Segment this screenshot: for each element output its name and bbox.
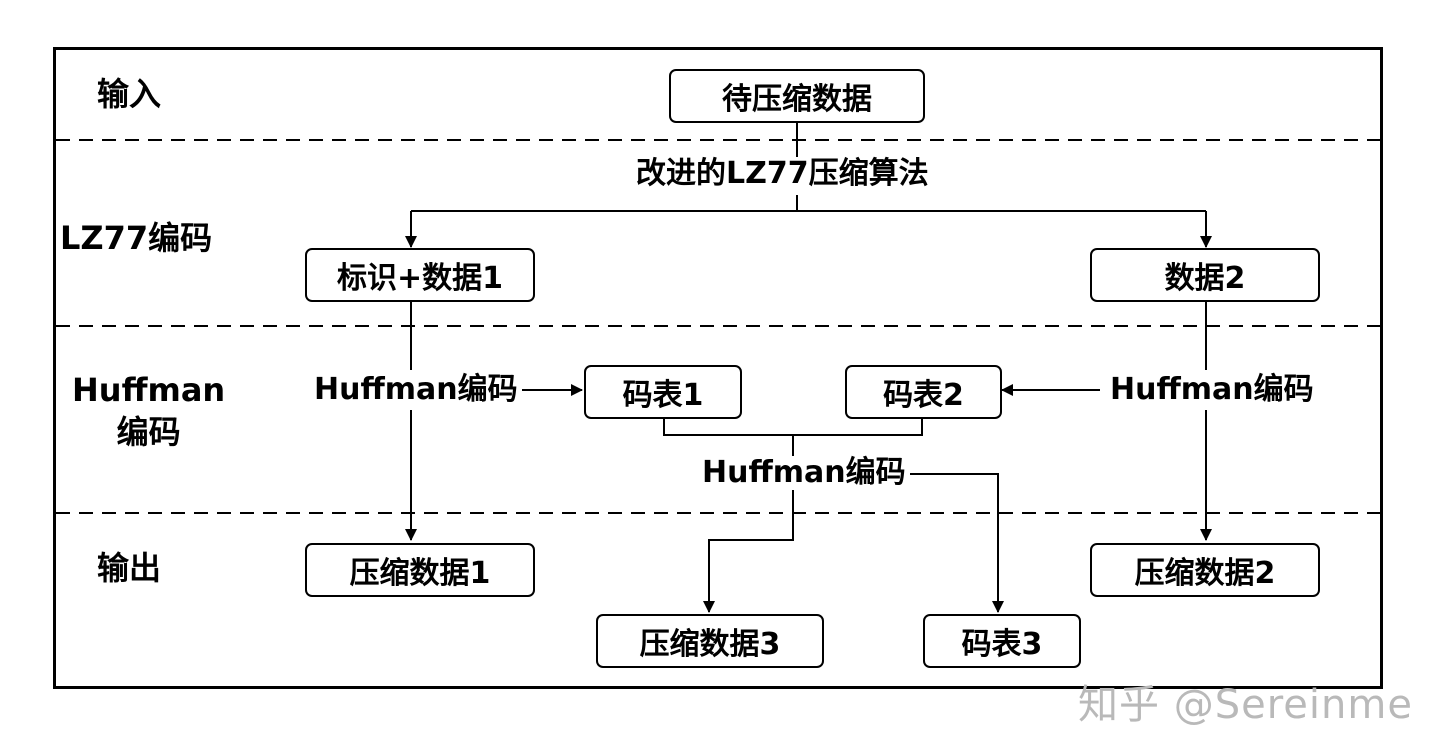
- stage-label-lz77: LZ77编码: [60, 219, 213, 257]
- node-source-data: 待压缩数据: [669, 69, 925, 123]
- watermark-text: 知乎 @Sereinme: [1078, 682, 1413, 728]
- process-lz77-algorithm: 改进的LZ77压缩算法: [632, 159, 933, 189]
- process-huffman-right: Huffman编码: [1106, 375, 1318, 405]
- stage-label-input: 输入: [97, 75, 162, 113]
- node-data2: 数据2: [1090, 248, 1320, 302]
- process-huffman-middle: Huffman编码: [698, 458, 910, 488]
- node-code-table2: 码表2: [845, 365, 1002, 419]
- node-compressed1: 压缩数据1: [305, 543, 535, 597]
- arrow-to-code-table3: [908, 473, 1004, 613]
- node-code-table3: 码表3: [923, 614, 1081, 668]
- diagram-frame: [53, 47, 1383, 689]
- process-huffman-left: Huffman编码: [310, 375, 522, 405]
- node-compressed2: 压缩数据2: [1090, 543, 1320, 597]
- node-compressed3: 压缩数据3: [596, 614, 824, 668]
- arrow-to-compressed3: [703, 490, 794, 613]
- node-code-table1: 码表1: [584, 365, 742, 419]
- stage-label-output: 输出: [97, 549, 162, 587]
- connector-code-tables-merge: [663, 418, 923, 436]
- stage-label-huffman: Huffman 编码: [72, 371, 226, 451]
- node-marked-data1: 标识+数据1: [305, 248, 535, 302]
